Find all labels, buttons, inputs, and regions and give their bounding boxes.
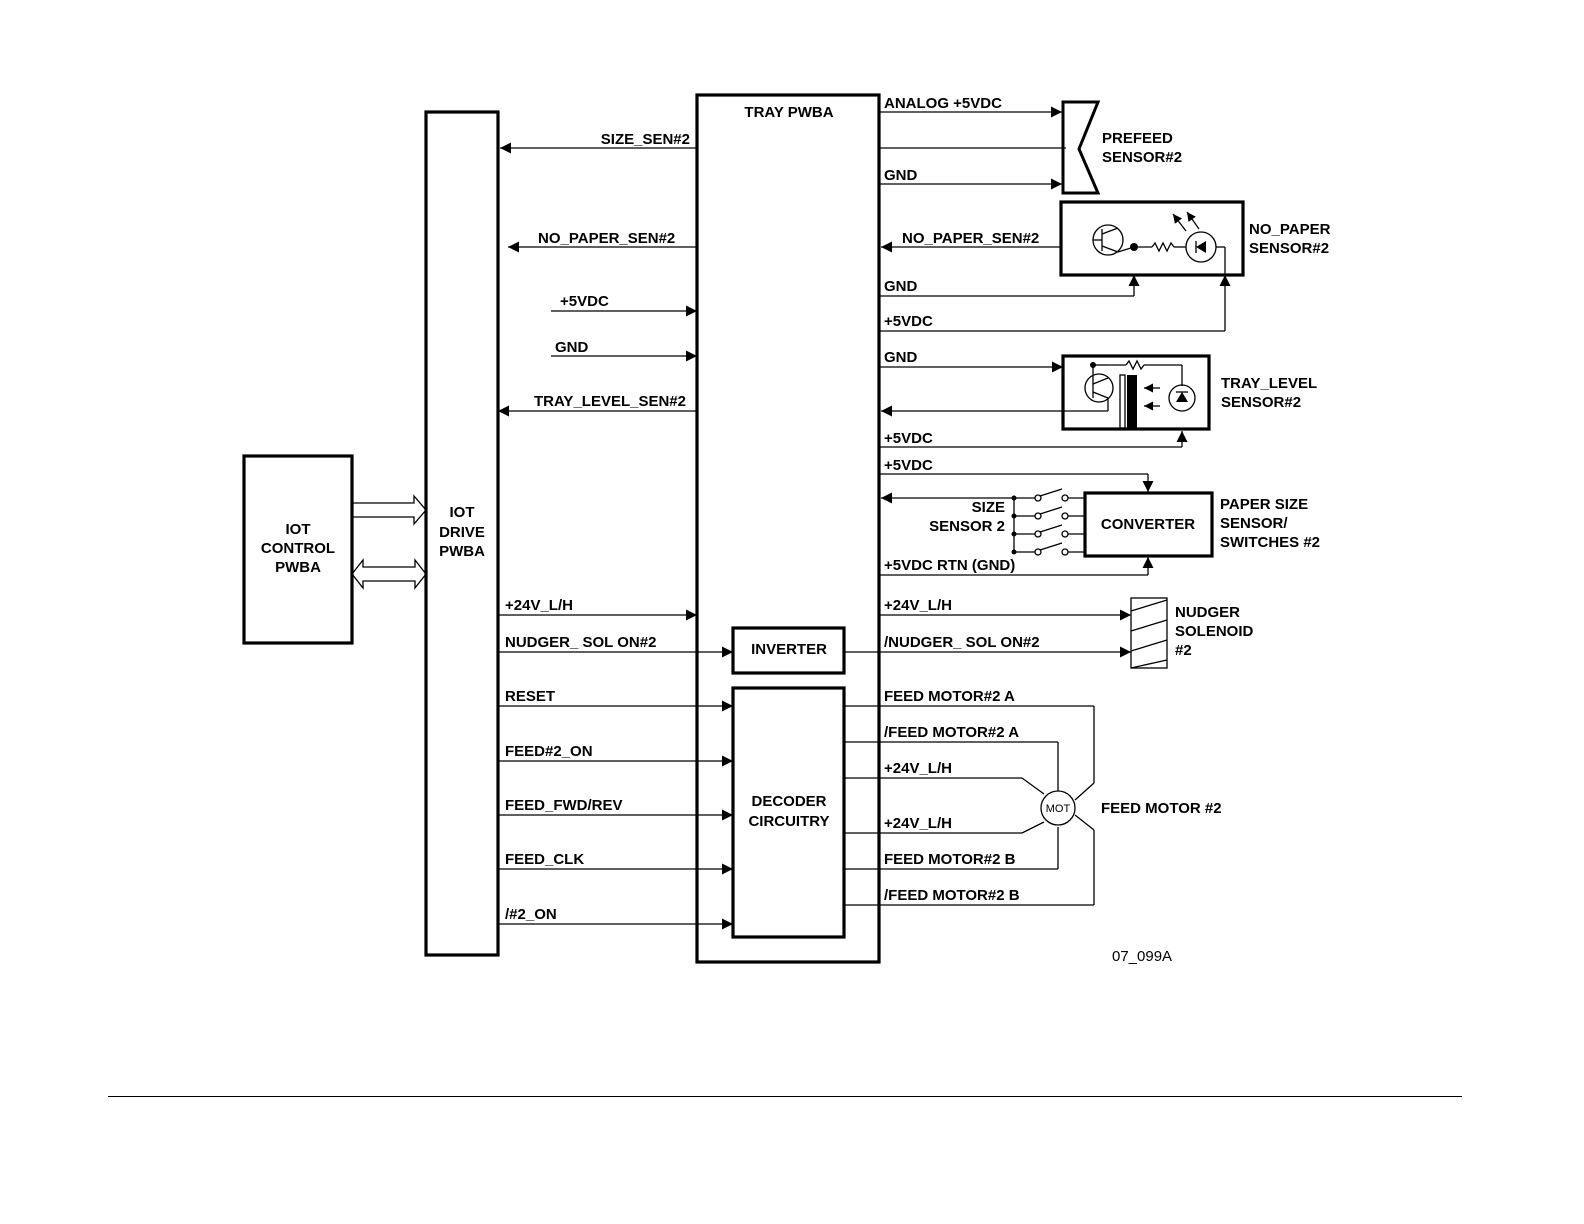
feed-motor: FEED MOTOR#2 A /FEED MOTOR#2 A +24V_L/H … — [844, 688, 1222, 906]
label-feed-on: FEED#2_ON — [505, 743, 593, 760]
label-tray-level-sen-left: TRAY_LEVEL_SEN#2 — [534, 393, 686, 410]
label-gnd-left: GND — [555, 339, 589, 356]
no-paper-sensor: NO_PAPER_SEN#2 GND +5VDC NO_PAPER SENSOR… — [879, 200, 1331, 332]
label-24v-motor-2: +24V_L/H — [884, 815, 952, 832]
svg-text:INVERTER: INVERTER — [751, 641, 827, 658]
svg-text:#2: #2 — [1175, 642, 1192, 659]
svg-text:SWITCHES #2: SWITCHES #2 — [1220, 534, 1320, 551]
label-5vdc-left: +5VDC — [560, 293, 609, 310]
label-5vdc-no-paper: +5VDC — [884, 313, 933, 330]
svg-text:PAPER SIZE: PAPER SIZE — [1220, 496, 1308, 513]
svg-text:SIZE: SIZE — [972, 499, 1005, 516]
paper-size-sensor: CONVERTER +5VDC — [879, 457, 1320, 576]
label-5vdc-rtn: +5VDC RTN (GND) — [884, 557, 1015, 574]
label-nudger-sol-on-n: /NUDGER_ SOL ON#2 — [884, 634, 1040, 651]
left-signal-lines: SIZE_SEN#2 NO_PAPER_SEN#2 +5VDC GND TRAY… — [498, 131, 733, 930]
svg-text:PWBA: PWBA — [439, 543, 485, 560]
svg-text:SENSOR#2: SENSOR#2 — [1102, 149, 1182, 166]
svg-text:FEED MOTOR #2: FEED MOTOR #2 — [1101, 800, 1222, 817]
svg-text:TRAY PWBA: TRAY PWBA — [744, 104, 833, 121]
label-feed-motor-a-n: /FEED MOTOR#2 A — [884, 724, 1019, 741]
iot-control-pwba-block: IOT CONTROL PWBA — [242, 454, 354, 645]
label-24v-nudger: +24V_L/H — [884, 597, 952, 614]
control-drive-bus-arrows — [351, 494, 427, 590]
label-size-sen: SIZE_SEN#2 — [601, 131, 690, 148]
label-nudger-sol-on: NUDGER_ SOL ON#2 — [505, 634, 656, 651]
svg-text:PWBA: PWBA — [275, 559, 321, 576]
footer-divider — [108, 1096, 1462, 1097]
svg-text:DRIVE: DRIVE — [439, 524, 485, 541]
label-no-paper-sen-right: NO_PAPER_SEN#2 — [902, 230, 1039, 247]
iot-drive-pwba-block: IOT DRIVE PWBA — [424, 110, 500, 957]
svg-text:SENSOR/: SENSOR/ — [1220, 515, 1288, 532]
label-no-paper-sen-left: NO_PAPER_SEN#2 — [538, 230, 675, 247]
tray-pwba-block: TRAY PWBA — [695, 93, 881, 964]
label-feed-fwd-rev: FEED_FWD/REV — [505, 797, 623, 814]
label-analog-5vdc: ANALOG +5VDC — [884, 95, 1002, 112]
svg-text:CONTROL: CONTROL — [261, 540, 335, 557]
size-switches — [1011, 488, 1085, 556]
prefeed-sensor: ANALOG +5VDC GND PREFEED SENSOR#2 — [879, 95, 1182, 195]
svg-text:CIRCUITRY: CIRCUITRY — [748, 813, 829, 830]
svg-text:IOT: IOT — [450, 504, 475, 521]
svg-text:SOLENOID: SOLENOID — [1175, 623, 1254, 640]
tray-level-sensor: GND +5VDC TRAY_LEVEL SENSOR#2 — [879, 349, 1317, 448]
converter-label: CONVERTER — [1101, 516, 1195, 533]
label-gnd-tray-level: GND — [884, 349, 918, 366]
label-24v-motor-1: +24V_L/H — [884, 760, 952, 777]
nudger-solenoid: +24V_L/H /NUDGER_ SOL ON#2 NUDGER SOLENO… — [844, 597, 1254, 669]
svg-text:IOT: IOT — [286, 521, 311, 538]
label-5vdc-tray-level: +5VDC — [884, 430, 933, 447]
label-feed-motor-a: FEED MOTOR#2 A — [884, 688, 1015, 705]
svg-text:NO_PAPER: NO_PAPER — [1249, 221, 1331, 238]
svg-text:PREFEED: PREFEED — [1102, 130, 1173, 147]
svg-text:DECODER: DECODER — [751, 793, 826, 810]
decoder-circuitry-block: DECODER CIRCUITRY — [731, 686, 846, 939]
label-feed-clk: FEED_CLK — [505, 851, 584, 868]
label-gnd-prefeed: GND — [884, 167, 918, 184]
label-reset: RESET — [505, 688, 555, 705]
label-2-on: /#2_ON — [505, 906, 557, 923]
motor-symbol-label: MOT — [1046, 803, 1071, 815]
inverter-block: INVERTER — [731, 626, 846, 675]
svg-text:TRAY_LEVEL: TRAY_LEVEL — [1221, 375, 1317, 392]
svg-text:SENSOR 2: SENSOR 2 — [929, 518, 1005, 535]
label-feed-motor-b-n: /FEED MOTOR#2 B — [884, 887, 1020, 904]
label-24v-left: +24V_L/H — [505, 597, 573, 614]
svg-text:SENSOR#2: SENSOR#2 — [1221, 394, 1301, 411]
figure-id: 07_099A — [1112, 948, 1172, 965]
label-gnd-no-paper: GND — [884, 278, 918, 295]
svg-text:NUDGER: NUDGER — [1175, 604, 1240, 621]
label-5vdc-paper-size: +5VDC — [884, 457, 933, 474]
label-feed-motor-b: FEED MOTOR#2 B — [884, 851, 1016, 868]
svg-text:SENSOR#2: SENSOR#2 — [1249, 240, 1329, 257]
